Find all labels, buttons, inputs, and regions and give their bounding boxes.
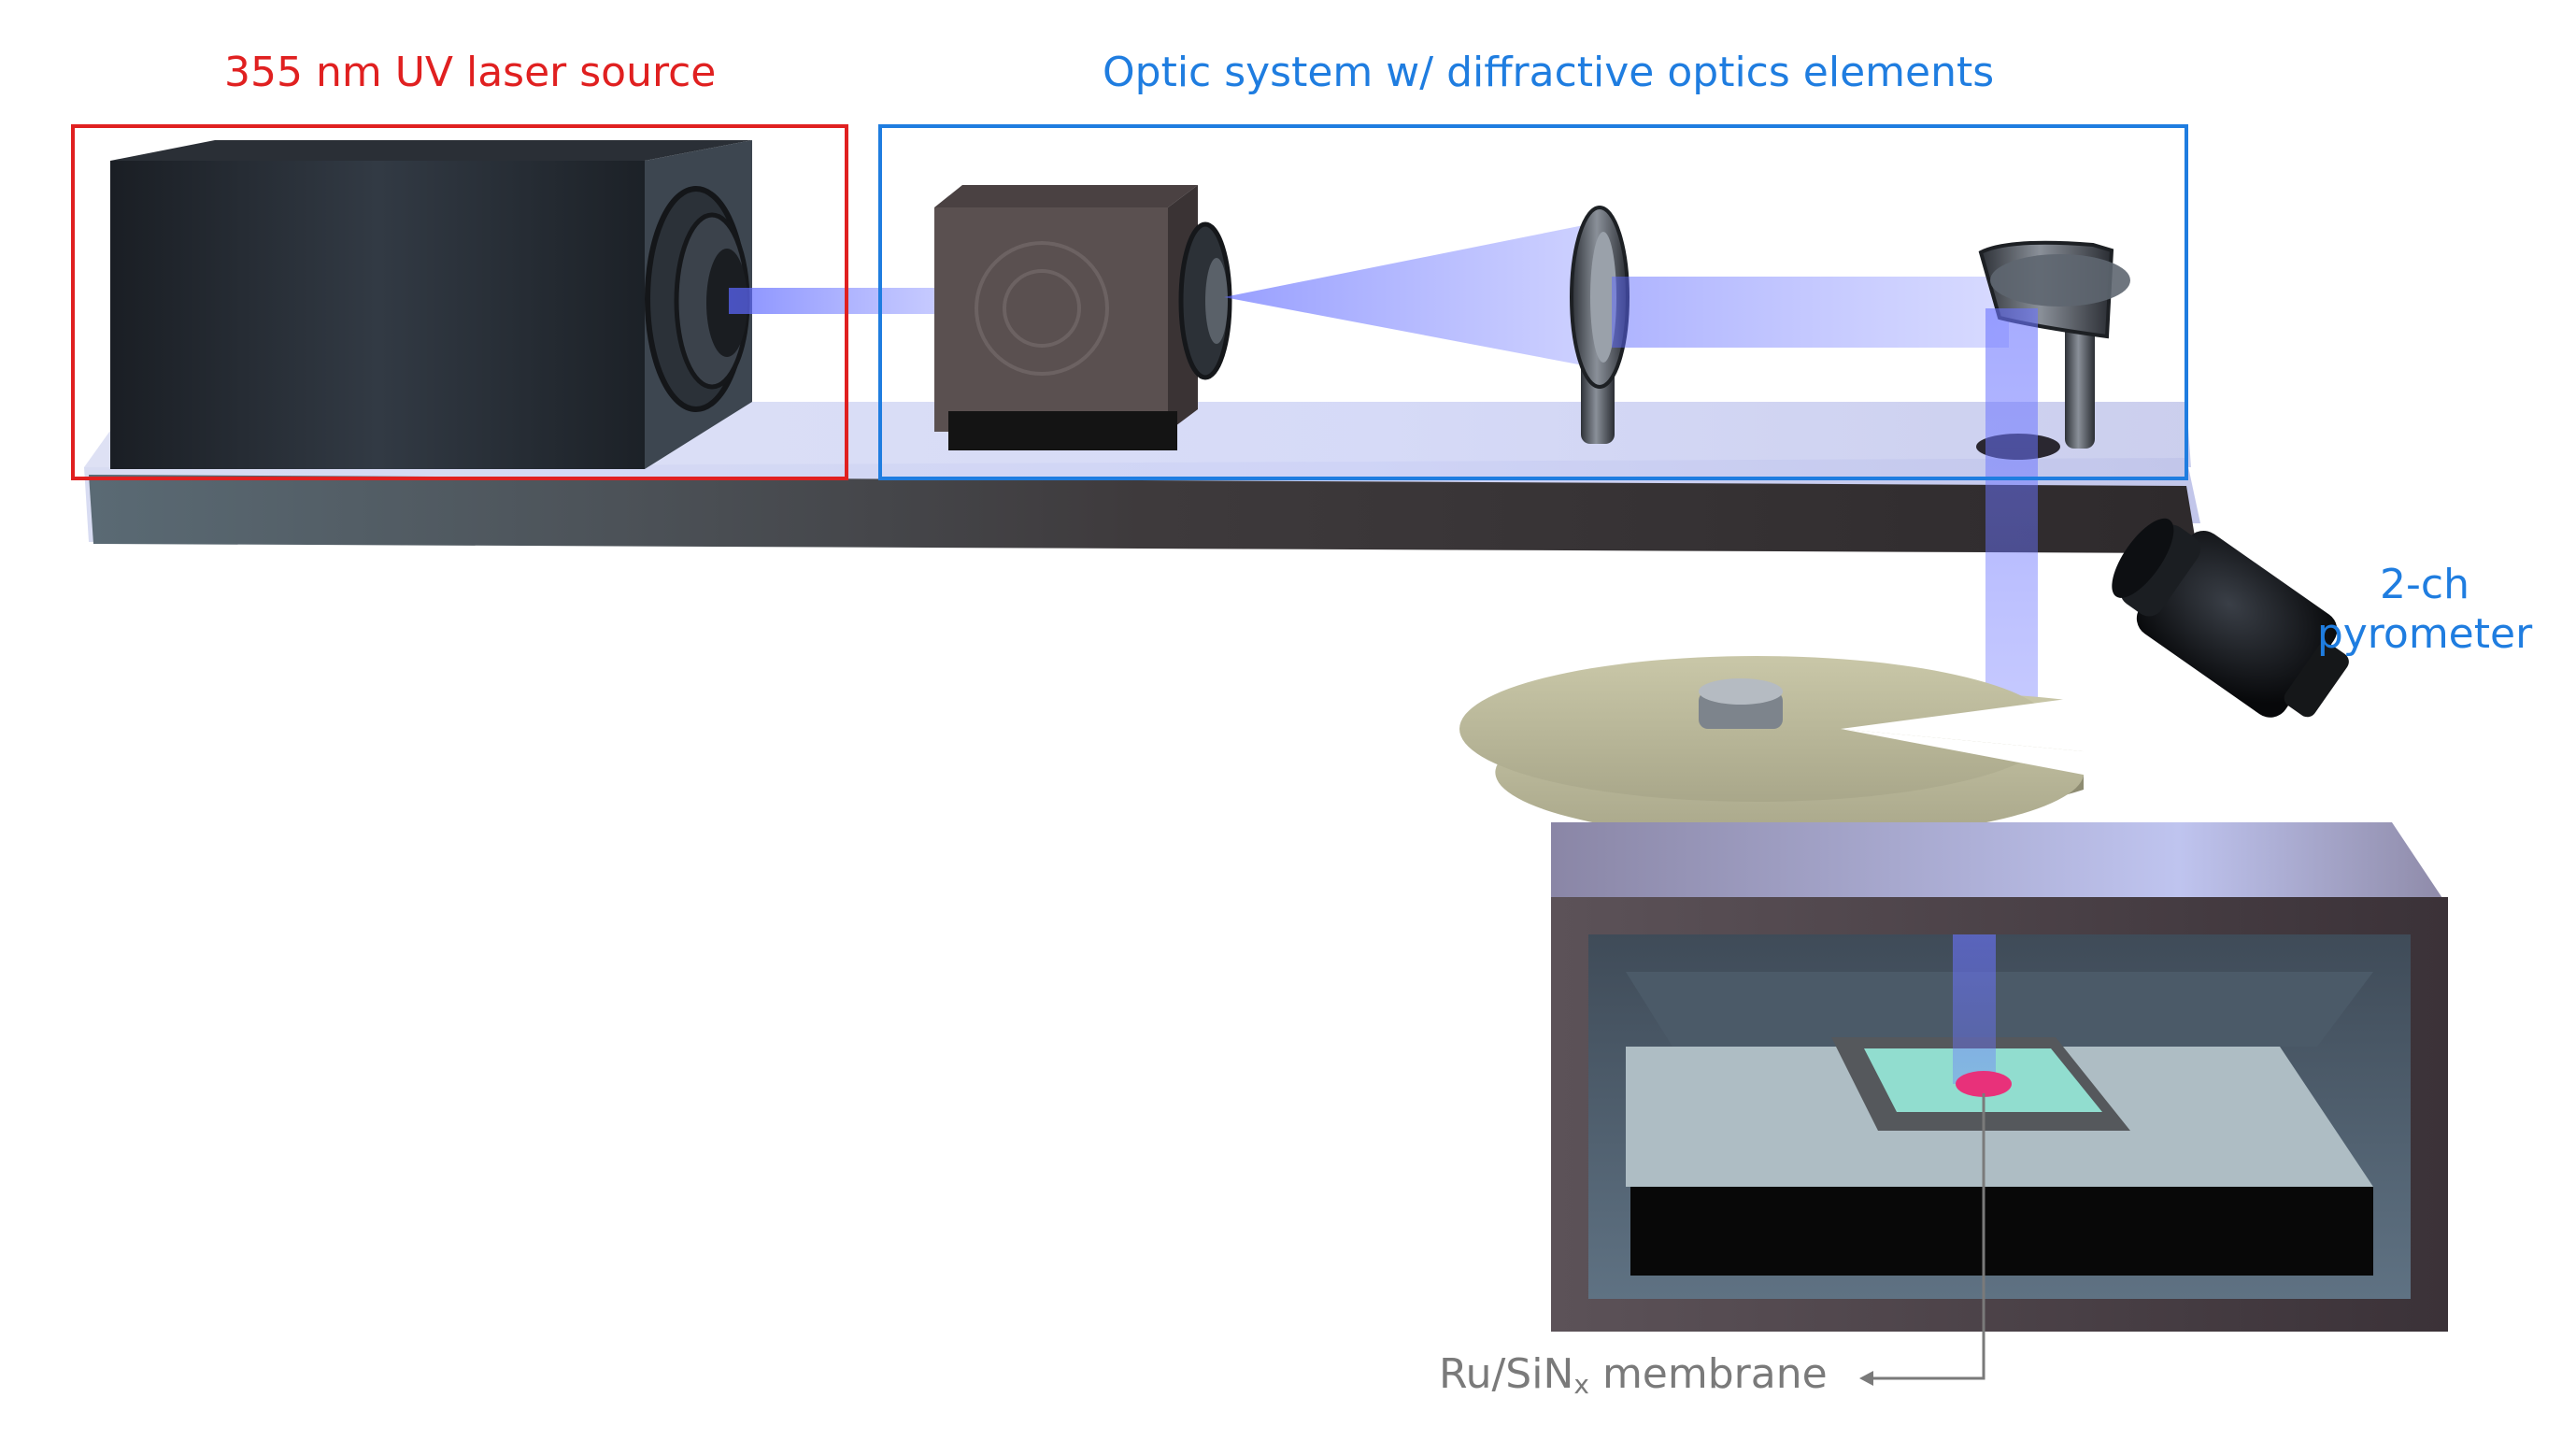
pyrometer-label: 2-ch pyrometer bbox=[2308, 561, 2541, 660]
beam-collimated bbox=[1612, 277, 2009, 348]
membrane-leader-arrow bbox=[1859, 1371, 1873, 1386]
membrane-label-suffix: membrane bbox=[1588, 1350, 1828, 1398]
chopper-disk bbox=[1459, 656, 2093, 840]
laser-front-face bbox=[110, 161, 645, 469]
laser-source bbox=[110, 140, 752, 469]
membrane-label-subscript: x bbox=[1573, 1369, 1589, 1400]
vacuum-chamber bbox=[1551, 822, 2448, 1332]
laser-aperture-ring-inner bbox=[706, 249, 747, 357]
laser-spot bbox=[1956, 1071, 2012, 1097]
beam-expander bbox=[934, 185, 1232, 450]
membrane-label-prefix: Ru/SiN bbox=[1439, 1350, 1574, 1398]
pyrometer-label-line2: pyrometer bbox=[2316, 609, 2533, 658]
beam-segment-1 bbox=[729, 288, 934, 314]
beam-cone bbox=[1224, 224, 1588, 366]
membrane-label: Ru/SiNx membrane bbox=[1439, 1350, 1828, 1401]
optic-system-box bbox=[878, 124, 2188, 480]
laser-source-label: 355 nm UV laser source bbox=[224, 49, 717, 96]
beam-vertical-lower bbox=[1953, 934, 1996, 1084]
optic-system-label: Optic system w/ diffractive optics eleme… bbox=[1103, 49, 1995, 96]
laser-source-box bbox=[71, 124, 848, 480]
pyrometer-device bbox=[2112, 518, 2349, 718]
membrane-leader-line bbox=[1871, 1093, 1985, 1380]
table-edge bbox=[89, 475, 2198, 553]
pyrometer-label-line1: 2-ch bbox=[2380, 561, 2469, 608]
laser-top-face bbox=[110, 140, 752, 161]
